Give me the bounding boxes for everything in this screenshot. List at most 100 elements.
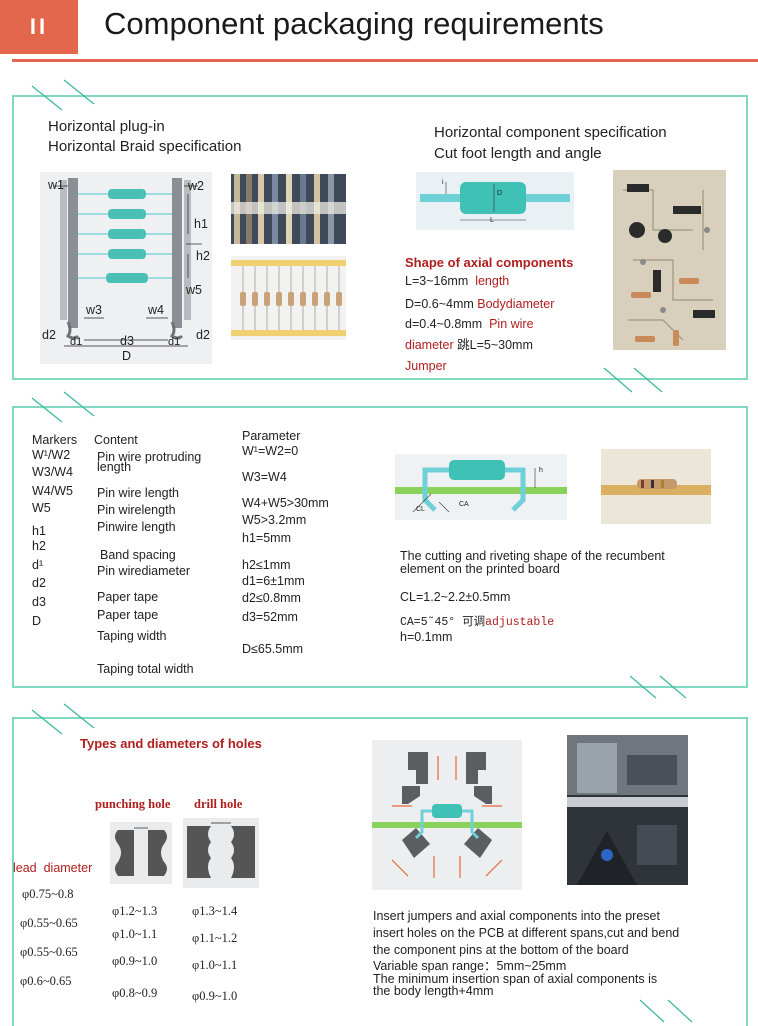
param-d2: d2≤0.8mm xyxy=(242,591,301,605)
braided-resistor-reel-photo xyxy=(231,174,346,244)
insert-text-line-1: Insert jumpers and axial components into… xyxy=(373,909,660,923)
component-spec-title-line-2: Cut foot length and angle xyxy=(434,145,602,162)
parameter-header: Parameter xyxy=(242,429,301,443)
marker-1: W¹/W2 xyxy=(32,448,71,462)
marker-9: d3 xyxy=(32,595,46,609)
marker-6: h2 xyxy=(32,539,46,553)
label-h1: h1 xyxy=(194,217,208,231)
label-w5: w5 xyxy=(186,283,202,297)
punching-hole-cross-section xyxy=(110,822,172,884)
ca-adjustable-label: adjustable xyxy=(485,616,555,629)
label-d1-left: d1 xyxy=(70,336,83,348)
content-header: Content xyxy=(94,433,138,447)
riveting-label-h: h xyxy=(539,467,543,474)
lead-diameter-1: φ0.75~0.8 xyxy=(22,887,74,901)
drill-hole-label: drill hole xyxy=(194,797,243,811)
lead-label: lead xyxy=(13,861,37,875)
label-d2-right: d2 xyxy=(196,328,210,342)
label-d1-right: d1 xyxy=(168,336,181,348)
insert-text-line-5: The minimum insertion span of axial comp… xyxy=(373,972,658,986)
content-band-spacing: Band spacing xyxy=(100,548,176,562)
spec-jumper-label: Jumper xyxy=(405,359,447,373)
braid-dimension-diagram: w1 w2 h1 h2 w5 w3 w4 d2 d2 d1 d1 d3 D xyxy=(40,172,212,364)
content-protruding-line-1: Pin wire protruding xyxy=(97,450,202,464)
axial-label-L: L xyxy=(490,217,494,224)
spec-diameter-label: diameter xyxy=(405,338,454,352)
component-spec-title-line-1: Horizontal component specification xyxy=(434,124,667,141)
content-taping-total-width: Taping total width xyxy=(97,662,194,676)
insertion-machine-photo xyxy=(567,735,688,885)
riveting-caption-line-2: element on the printed board xyxy=(400,562,560,576)
panel-1-top-decoration xyxy=(31,79,95,111)
cl-spec: CL=1.2~2.2±0.5mm xyxy=(400,590,511,604)
riveting-label-CL: CL xyxy=(416,506,425,513)
axial-label-i: i xyxy=(442,179,444,186)
panel-horizontal-spec xyxy=(12,95,748,380)
param-d1: d1=6±1mm xyxy=(242,574,305,588)
param-D: D≤65.5mm xyxy=(242,642,304,656)
lead-diameter-4: φ0.6~0.65 xyxy=(20,974,72,988)
spec-jumper-length-value: 跳L=5~30mm xyxy=(457,338,533,352)
label-w4: w4 xyxy=(148,303,164,317)
panel-3-top-decoration xyxy=(31,703,95,735)
label-d2-left: d2 xyxy=(42,328,56,342)
axial-label-D: D xyxy=(497,190,503,197)
h-spec: h=0.1mm xyxy=(400,630,453,644)
content-taping-width: Taping width xyxy=(97,629,167,643)
label-d3: d3 xyxy=(120,334,134,348)
spec-pin-diameter-value: d=0.4~0.8mm xyxy=(405,317,483,331)
drill-size-1: φ1.3~1.4 xyxy=(192,904,238,918)
panel-1-bottom-decoration xyxy=(603,367,663,393)
spec-body-diameter-value: D=0.6~4mm xyxy=(405,297,474,311)
insertion-mechanism-diagram xyxy=(372,740,522,890)
punching-size-1: φ1.2~1.3 xyxy=(112,904,158,918)
riveting-caption-line-1: The cutting and riveting shape of the re… xyxy=(400,549,665,563)
drill-size-3: φ1.0~1.1 xyxy=(192,958,238,972)
param-w1-w2: W¹=W2=0 xyxy=(242,444,299,458)
panel-holes-insertion xyxy=(12,717,748,1026)
content-protruding-line-2: length xyxy=(97,460,132,474)
param-w5: W5>3.2mm xyxy=(242,513,307,527)
marker-3: W4/W5 xyxy=(32,484,73,498)
lead-diameter-3: φ0.55~0.65 xyxy=(20,945,78,959)
marker-2: W3/W4 xyxy=(32,465,73,479)
marker-8: d2 xyxy=(32,576,46,590)
insert-text-line-3: the component pins at the bottom of the … xyxy=(373,943,629,957)
drill-hole-cross-section xyxy=(183,818,259,888)
panel-3-bottom-decoration xyxy=(639,999,693,1023)
label-w3: w3 xyxy=(86,303,102,317)
braided-resistor-tape-photo xyxy=(231,256,346,340)
diameter-label: diameter xyxy=(43,861,93,875)
braid-spec-title-line-1: Horizontal plug-in xyxy=(48,118,165,135)
punching-size-4: φ0.8~0.9 xyxy=(112,986,158,1000)
panel-markers-parameters xyxy=(12,406,748,688)
panel-2-bottom-decoration xyxy=(629,675,687,699)
punching-size-2: φ1.0~1.1 xyxy=(112,927,158,941)
param-d3: d3=52mm xyxy=(242,610,298,624)
insert-text-line-2: insert holes on the PCB at different spa… xyxy=(373,926,680,940)
header-underline xyxy=(12,59,758,62)
axial-component-diagram: i D L xyxy=(416,172,574,230)
riveting-label-CA: CA xyxy=(459,501,469,508)
page-title: Component packaging requirements xyxy=(104,6,604,41)
insert-text-line-4: Variable span range：5mm~25mm xyxy=(373,959,567,973)
label-w1: w1 xyxy=(48,178,64,192)
content-pin-wirelength: Pin wirelength xyxy=(97,503,176,517)
insert-text-line-6: the body length+4mm xyxy=(373,984,494,998)
param-w3-w4: W3=W4 xyxy=(242,470,287,484)
braid-spec-title-line-2: Horizontal Braid specification xyxy=(48,138,242,155)
content-pinwire-length: Pinwire length xyxy=(97,520,176,534)
spec-length-value: L=3~16mm xyxy=(405,274,469,288)
lead-diameter-2: φ0.55~0.65 xyxy=(20,916,78,930)
riveting-shape-diagram: h CA CL xyxy=(395,454,567,520)
panel-2-top-decoration xyxy=(31,391,95,423)
markers-header: Markers xyxy=(32,433,78,447)
punching-hole-label: punching hole xyxy=(95,797,171,811)
marker-5: h1 xyxy=(32,524,46,538)
drill-size-4: φ0.9~1.0 xyxy=(192,989,238,1003)
spec-body-diameter-label: Bodydiameter xyxy=(477,297,555,311)
param-w4-w5: W4+W5>30mm xyxy=(242,496,329,510)
marker-10: D xyxy=(32,614,42,628)
marker-7: d¹ xyxy=(32,558,44,572)
content-pin-wire-length: Pin wire length xyxy=(97,486,179,500)
